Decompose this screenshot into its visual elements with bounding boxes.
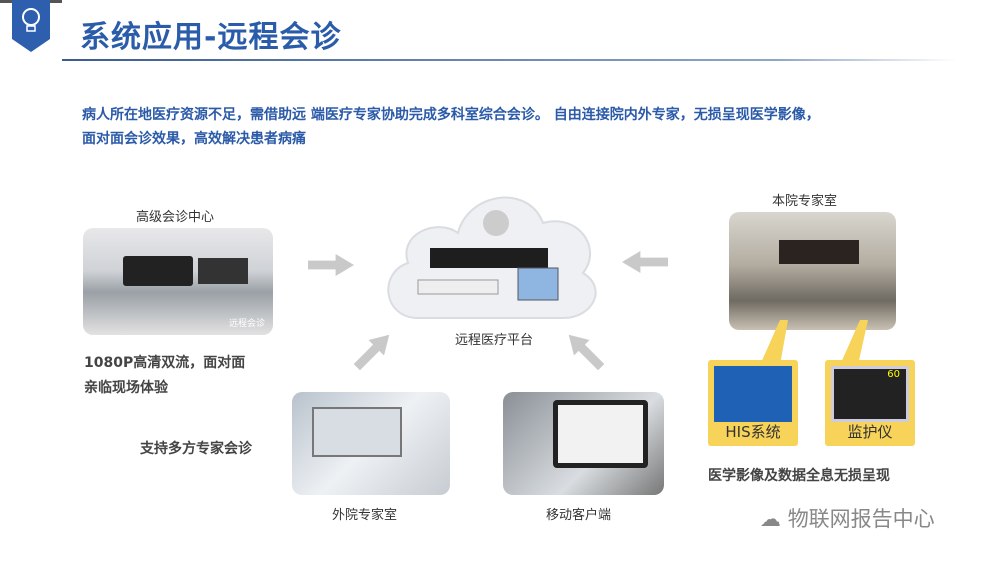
mobile-client-photo — [503, 392, 664, 495]
his-label: HIS系统 — [725, 423, 781, 441]
imaging-caption: 医学影像及数据全息无损呈现 — [708, 468, 890, 484]
advanced-center-photo: 远程会诊 — [83, 228, 273, 335]
watermark: ☁ 物联网报告中心 — [760, 503, 935, 533]
page-title: 系统应用-远程会诊 — [80, 20, 342, 55]
feature-text-2: 亲临现场体验 — [84, 380, 168, 396]
description-line-2: 面对面会诊效果，高效解决患者病痛 — [82, 131, 306, 147]
description-line-1: 病人所在地医疗资源不足，需借助远 端医疗专家协助完成多科室综合会诊。 自由连接院… — [82, 107, 820, 123]
his-system-callout: HIS系统 — [708, 360, 798, 446]
mobile-client-label: 移动客户端 — [546, 508, 612, 523]
wechat-icon: ☁ — [760, 507, 788, 531]
monitor-label: 监护仪 — [847, 423, 893, 441]
codec-icon — [417, 279, 499, 295]
local-expert-photo — [729, 212, 896, 330]
title-divider — [62, 59, 957, 61]
watermark-text: 物联网报告中心 — [787, 507, 935, 531]
local-expert-label: 本院专家室 — [772, 194, 838, 209]
title-ribbon — [12, 0, 50, 52]
cloud-icon — [387, 196, 597, 319]
camera-icon — [483, 210, 509, 236]
arrow-right-icon — [308, 254, 354, 276]
feature-text-1: 1080P高清双流，面对面 — [84, 355, 246, 371]
server-icon — [430, 248, 548, 268]
photo-caption: 远程会诊 — [228, 319, 265, 329]
arrow-up-right-icon — [349, 327, 397, 375]
lightbulb-icon — [22, 8, 40, 32]
computer-icon — [517, 267, 559, 301]
advanced-center-label: 高级会诊中心 — [136, 210, 215, 225]
callout-connectors — [760, 320, 868, 365]
monitor-screen: 60 — [831, 366, 909, 422]
multi-expert-text: 支持多方专家会诊 — [140, 441, 252, 457]
arrow-up-left-icon — [561, 327, 609, 375]
outside-expert-photo — [292, 392, 450, 495]
his-screen — [714, 366, 792, 422]
outside-expert-label: 外院专家室 — [332, 508, 398, 523]
monitor-callout: 60 监护仪 — [825, 360, 915, 446]
platform-label: 远程医疗平台 — [455, 333, 534, 348]
arrow-left-icon — [622, 251, 668, 273]
